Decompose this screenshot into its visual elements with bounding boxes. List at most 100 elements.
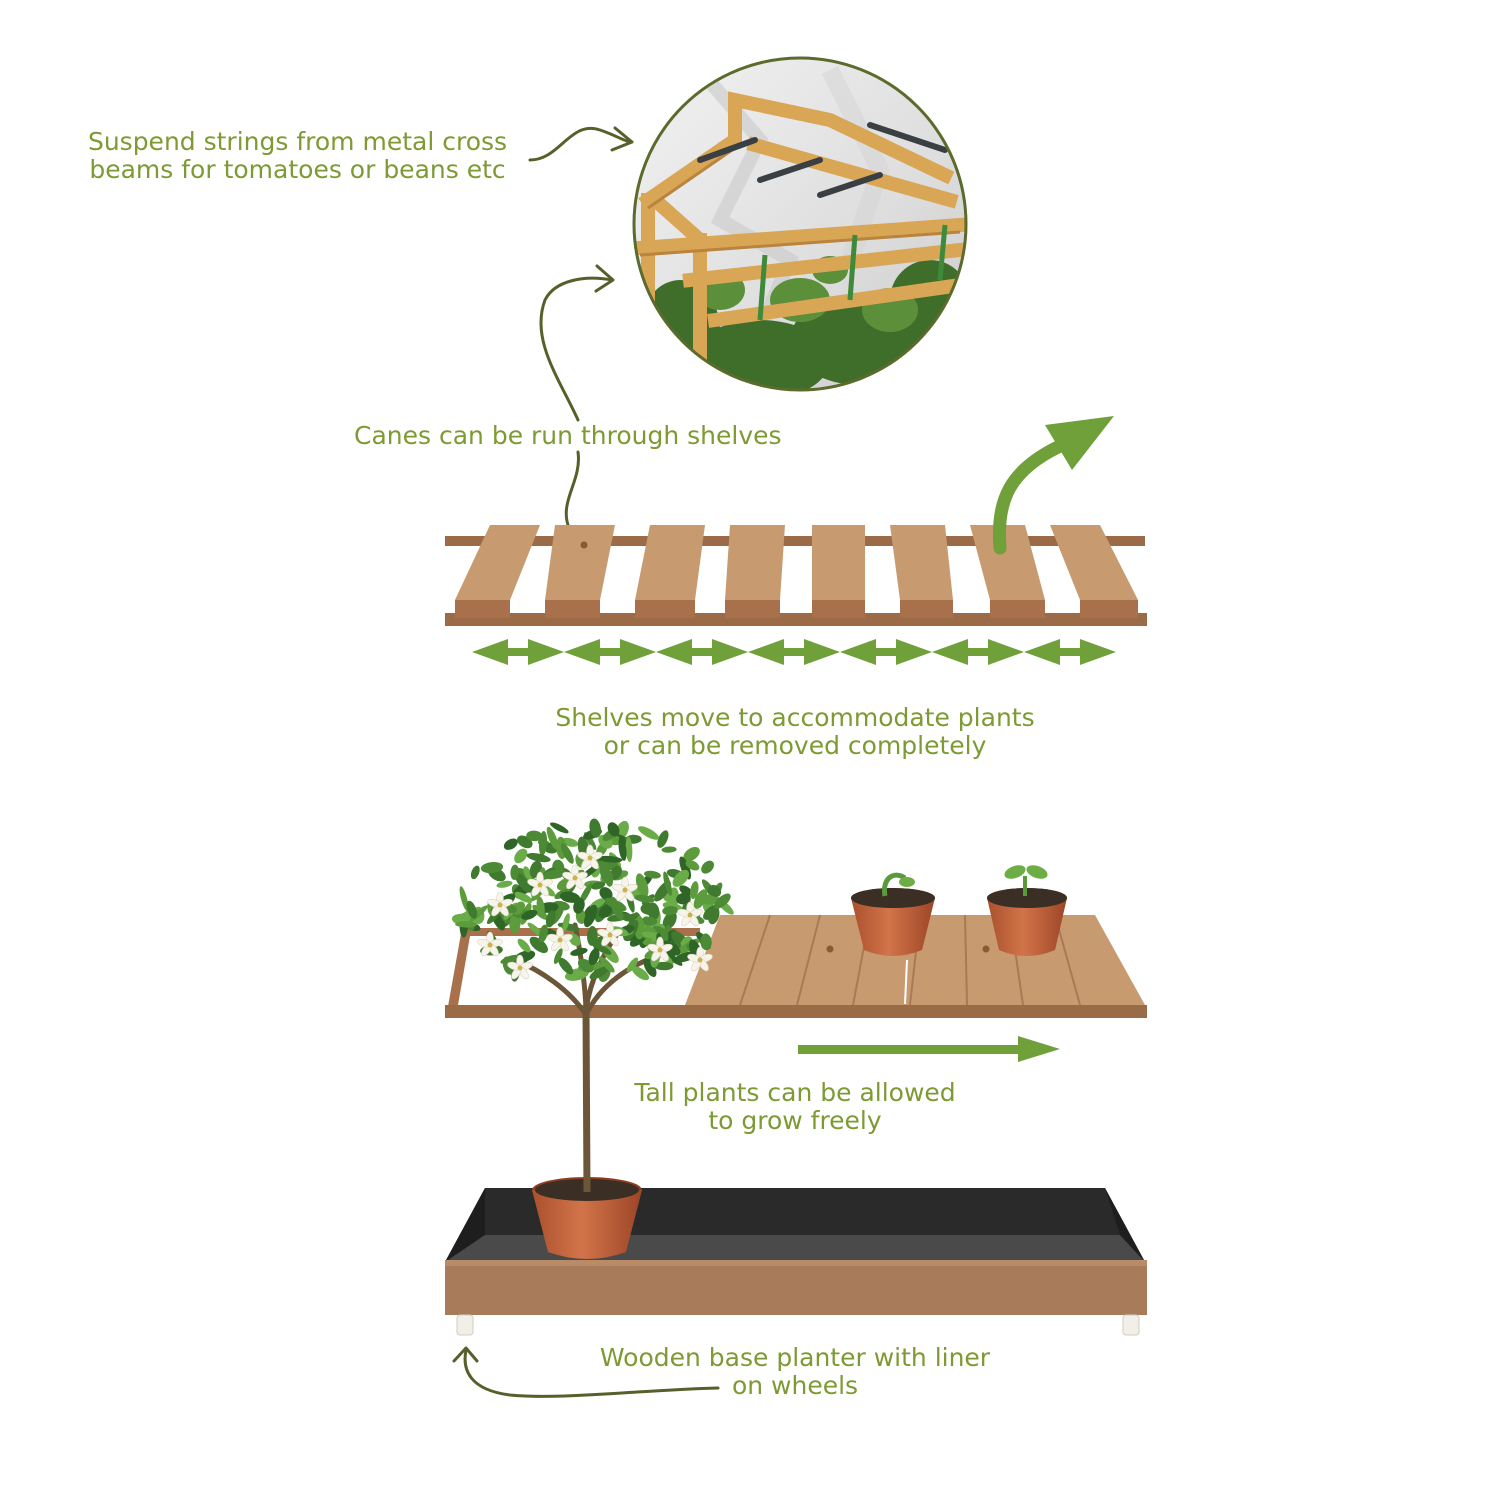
base-planter-label-line-2: on wheels [731,1371,859,1400]
leaf [514,872,532,893]
leaf [634,894,655,903]
leaf [536,896,545,918]
tall-plants-label-line-2: to grow freely [708,1106,882,1135]
double-headed-arrow-segment [748,639,840,665]
double-headed-arrow-segment [472,639,564,665]
tall-plants-label-line-1: Tall plants can be allowed [634,1078,956,1107]
leaf [635,873,649,898]
leaf [526,830,543,842]
leaf [526,853,551,863]
flower [487,891,513,917]
leaf [604,897,627,912]
flower [677,901,703,927]
flower [577,844,603,870]
leaf [510,864,520,880]
leaf [553,948,563,964]
leaf [631,966,650,981]
leaf [591,881,606,890]
leaf [708,906,720,925]
leaf [514,891,533,904]
leaf [695,894,721,905]
base-planter-label: Wooden base planter with liner on wheels [575,1344,1015,1400]
flower [687,946,713,972]
leaf [672,869,690,887]
shelves-move-label-line-1: Shelves move to accommodate plants [555,703,1035,732]
flower [527,871,553,897]
flower [507,954,533,980]
double-headed-arrow-segment [564,639,656,665]
leaf [661,846,677,853]
double-headed-arrow-segment [656,639,748,665]
flower [612,876,638,902]
flower [647,936,673,962]
wheel [1122,1314,1140,1336]
curved-arrow-icon [539,264,615,422]
leaf [598,956,615,973]
strings-label-line-2: beams for tomatoes or beans etc [89,155,506,184]
leaf [470,865,480,880]
leaf [583,904,598,928]
double-headed-arrow-segment [1024,639,1116,665]
curved-arrow-icon [452,1346,720,1398]
leaf [589,966,609,980]
leaf [599,856,610,883]
leaf [652,925,667,935]
seedling-pot [987,865,1067,956]
leaf [570,947,588,956]
flower [562,864,588,890]
leaf [503,838,518,850]
strings-label-line-1: Suspend strings from metal cross [87,127,508,156]
tall-plants-label: Tall plants can be allowed to grow freel… [590,1079,1000,1135]
leaf [589,818,602,838]
leaf [521,909,538,920]
leaf [496,880,513,888]
leaf [643,958,657,978]
shelves-move-label: Shelves move to accommodate plants or ca… [495,704,1095,760]
leaf [683,846,700,862]
base-planter-label-line-1: Wooden base planter with liner [599,1343,991,1372]
leaf [624,913,640,922]
leaf [626,957,639,973]
up-arrow-icon [992,416,1114,555]
leaf [480,862,504,874]
greenhouse-photo [632,56,968,392]
strings-label: Suspend strings from metal cross beams f… [70,128,525,184]
leaf [529,936,548,954]
flower [597,921,623,947]
double-headed-arrow-segment [932,639,1024,665]
leaf [514,848,528,864]
leaf [459,886,469,911]
leaf [663,871,672,896]
leaf [588,948,600,966]
leaf [662,906,678,916]
flower [547,926,573,952]
leaf [685,860,700,871]
leaf [657,830,669,848]
leaf [538,924,548,943]
double-headed-arrow-icon [472,639,1116,665]
leaf [559,891,581,903]
leaf [599,887,613,901]
shelves-move-label-line-2: or can be removed completely [603,731,987,760]
slatted-shelf [445,525,1147,626]
leaf [455,921,478,928]
leaf [654,961,674,971]
leaf [597,855,623,863]
leaf [598,904,613,918]
leaf [587,926,598,946]
seedling-pot [851,872,935,956]
leaf [618,836,627,861]
flower [477,931,503,957]
leaf [546,826,559,850]
leaf [466,900,478,919]
leaf [561,843,574,864]
leaf [641,916,658,926]
leaf [538,831,548,856]
leaf [676,892,691,905]
leaf [610,865,622,880]
leaf [714,893,731,909]
leaf [664,951,683,966]
leaf [550,822,569,834]
